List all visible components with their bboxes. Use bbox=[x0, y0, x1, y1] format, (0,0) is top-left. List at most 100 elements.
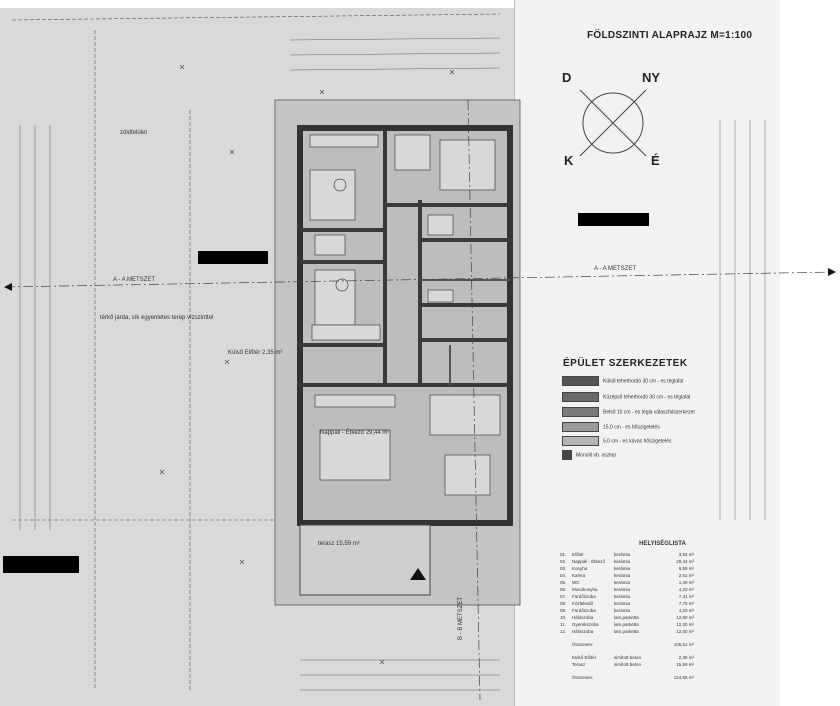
legend-swatch bbox=[562, 450, 572, 460]
room-row: 10. Hálószoba lam.parketta 12,60 m² bbox=[560, 614, 765, 621]
room-cell-no: 09. bbox=[560, 608, 567, 613]
room-row: 09. Fürdőszoba kerámia 4,20 m² bbox=[560, 607, 765, 614]
section-arrow-left bbox=[4, 283, 12, 291]
section-label-bb: B - B METSZET bbox=[458, 596, 464, 640]
compass-label-d: D bbox=[562, 70, 572, 85]
room-cell-area: 12,60 m² bbox=[676, 615, 694, 620]
legend-item: Monolit vb. oszlop bbox=[562, 450, 616, 460]
room-cell-floor: lam.parketta bbox=[614, 629, 639, 634]
room-cell-no: 11. bbox=[560, 622, 566, 627]
room-list-title: HELYISÉGLISTA bbox=[639, 541, 686, 547]
room-cell-area: 29,44 m² bbox=[676, 559, 694, 564]
room-cell-no: 08. bbox=[560, 601, 567, 606]
room-cell-name: Fürdőszoba bbox=[572, 594, 596, 599]
room-cell-floor: kerámia bbox=[614, 587, 631, 592]
room-cell-name: WC bbox=[572, 580, 580, 585]
lawn-note: térkő járda, sík egyenletes terep vízszi… bbox=[100, 315, 214, 321]
room-cell-name: Konyha bbox=[572, 566, 588, 571]
room-cell-area: 12,30 m² bbox=[676, 622, 694, 627]
room-cell-name: Fürdőszoba bbox=[572, 608, 596, 613]
room-cell-no: 06. bbox=[560, 587, 567, 592]
room-cell-floor: lam.parketta bbox=[614, 622, 639, 627]
room-note: Nappali - Étkező 29,44 m² bbox=[320, 430, 390, 436]
room-row: 03. Konyha kerámia 6,59 m² bbox=[560, 565, 765, 572]
lawn-note: zöldfelület bbox=[120, 130, 148, 136]
room-cell-floor: kerámia bbox=[614, 608, 631, 613]
legend-swatch bbox=[562, 392, 599, 402]
room-row: 12. Hálószoba lam.parketta 12,00 m² bbox=[560, 628, 765, 635]
room-cell-no: 12. bbox=[560, 629, 567, 634]
room-cell-area: 4,20 m² bbox=[678, 608, 694, 613]
inner-walls bbox=[300, 130, 510, 387]
room-cell-floor: kerámia bbox=[614, 552, 631, 557]
redacted-block bbox=[3, 556, 79, 573]
room-cell-name: Kamra bbox=[572, 573, 586, 578]
room-cell-area: 7,41 m² bbox=[678, 594, 694, 599]
room-cell-no: 01. bbox=[560, 552, 567, 557]
room-cell-no: 03. bbox=[560, 566, 567, 571]
structure-title: ÉPÜLET SZERKEZETEK bbox=[563, 358, 688, 369]
legend-item: 5,0 cm - es kávás hőszigetelés bbox=[562, 436, 671, 446]
room-cell-name: Hálószoba bbox=[572, 615, 594, 620]
room-cell-name: Gyerekszoba bbox=[572, 622, 599, 627]
room-cell-floor: kerámia bbox=[614, 594, 631, 599]
legend-swatch bbox=[562, 436, 599, 446]
legend-item: Külső teherhordó 30 cm - es téglafal bbox=[562, 376, 683, 386]
room-cell-floor: kerámia bbox=[614, 580, 631, 585]
section-line-bb bbox=[467, 99, 481, 701]
legend-swatch bbox=[562, 422, 599, 432]
room-cell-area: 1,40 m² bbox=[678, 580, 694, 585]
room-cell-floor: lam.parketta bbox=[614, 615, 639, 620]
room-cell-no: 07. bbox=[560, 594, 567, 599]
compass-label-e: É bbox=[651, 153, 660, 168]
legend-item: 15,0 cm - es hőszigetelés bbox=[562, 422, 660, 432]
drawing-sheet-right bbox=[515, 0, 780, 706]
legend-item: Középső teherhordó 30 cm - es téglafal bbox=[562, 392, 690, 402]
legend-item: Belső 10 cm - es tégla válaszfalszerkeze… bbox=[562, 407, 695, 417]
room-row: 06. Mosókonyha kerámia 4,20 m² bbox=[560, 586, 765, 593]
section-arrow-right bbox=[828, 268, 836, 276]
room-row: 07. Fürdőszoba kerámia 7,41 m² bbox=[560, 593, 765, 600]
room-cell-area: 4,20 m² bbox=[678, 587, 694, 592]
section-arrow-bottom bbox=[410, 568, 426, 580]
room-cell-no: 10. bbox=[560, 615, 567, 620]
room-cell-area: 7,75 m² bbox=[678, 601, 694, 606]
room-cell-name: Közlekedő bbox=[572, 601, 594, 606]
room-cell-no: 05. bbox=[560, 580, 567, 585]
room-cell-area: 2,61 m² bbox=[678, 573, 694, 578]
room-cell-area: 12,00 m² bbox=[676, 629, 694, 634]
room-sum: Összesen:106,61 m² bbox=[572, 642, 694, 647]
room-row: 01. Előtér kerámia 3,94 m² bbox=[560, 551, 765, 558]
compass-rose bbox=[579, 89, 647, 157]
room-total: Összesen:124,55 m² bbox=[572, 675, 694, 680]
room-cell-floor: kerámia bbox=[614, 559, 631, 564]
room-row: 05. WC kerámia 1,40 m² bbox=[560, 579, 765, 586]
room-cell-name: Nappali - Étkező bbox=[572, 559, 606, 564]
room-cell-no: 04. bbox=[560, 573, 567, 578]
room-cell-floor: kerámia bbox=[614, 573, 631, 578]
compass-label-ny: NY bbox=[642, 70, 661, 85]
room-cell-name: Előtér bbox=[572, 552, 584, 557]
partition-walls bbox=[420, 279, 510, 385]
drawing-title: FÖLDSZINTI ALAPRAJZ M=1:100 bbox=[587, 30, 753, 41]
room-cell-area: 6,59 m² bbox=[678, 566, 694, 571]
site-marks bbox=[159, 64, 455, 665]
section-label-right: A - A METSZET bbox=[594, 266, 637, 272]
dimension-lines bbox=[19, 37, 766, 691]
section-line-aa bbox=[4, 271, 836, 288]
room-cell-area: 3,94 m² bbox=[678, 552, 694, 557]
compass-label-k: K bbox=[564, 153, 574, 168]
legend-swatch bbox=[562, 407, 599, 417]
room-cell-name: Mosókonyha bbox=[572, 587, 598, 592]
room-row: 04. Kamra kerámia 2,61 m² bbox=[560, 572, 765, 579]
room-cell-name: Hálószoba bbox=[572, 629, 594, 634]
redacted-block bbox=[578, 213, 649, 226]
terrace-area bbox=[299, 524, 431, 596]
room-cell-floor: kerámia bbox=[614, 566, 631, 571]
